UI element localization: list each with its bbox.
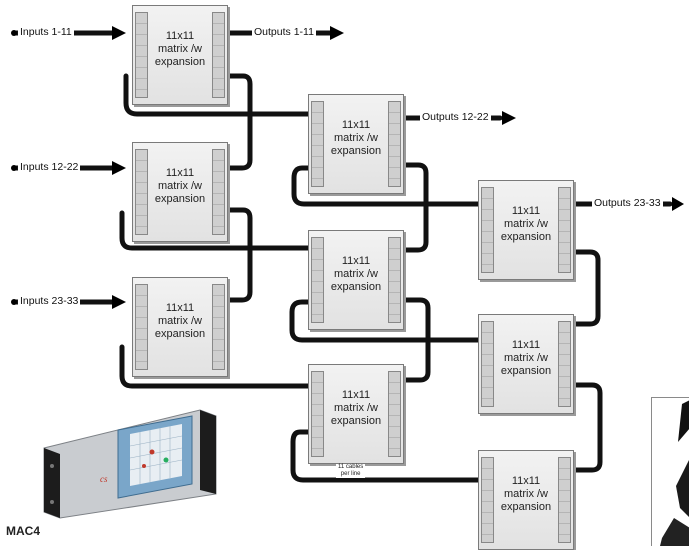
partial-product-photo: [651, 397, 689, 546]
matrix-box-3: 11x11 matrix /w expansion: [132, 277, 228, 377]
link-m5-m8: [400, 162, 429, 253]
link-m4-m6: [572, 249, 601, 327]
output-arrow-3: [672, 197, 684, 211]
matrix-label: 11x11 matrix /w expansion: [500, 205, 552, 243]
link-m9-m7: [290, 429, 481, 483]
input-label-1: Inputs 1-11: [18, 26, 74, 38]
link-m2-m3: [227, 207, 253, 303]
input-arrow-3: [112, 295, 126, 309]
matrix-label: 11x11 matrix /w expansion: [154, 302, 206, 340]
input-label-3: Inputs 23-33: [18, 295, 81, 307]
input-arrow-1: [112, 26, 126, 40]
matrix-box-5: 11x11 matrix /w expansion: [308, 94, 404, 194]
matrix-label: 11x11 matrix /w expansion: [500, 339, 552, 377]
matrix-box-1: 11x11 matrix /w expansion: [132, 5, 228, 105]
matrix-label: 11x11 matrix /w expansion: [330, 389, 382, 427]
input-dot-3: [11, 299, 17, 305]
link-m1-m5: [123, 73, 311, 117]
cable-note: 11 cables per line: [336, 464, 366, 478]
input-dot-1: [11, 30, 17, 36]
matrix-label: 11x11 matrix /w expansion: [154, 30, 206, 68]
matrix-box-7: 11x11 matrix /w expansion: [478, 450, 574, 550]
output-arrow-1: [330, 26, 344, 40]
svg-text:cs: cs: [100, 474, 108, 484]
output-label-2: Outputs 12-22: [420, 111, 491, 123]
matrix-label: 11x11 matrix /w expansion: [330, 255, 382, 293]
output-label-3: Outputs 23-33: [592, 197, 663, 209]
matrix-label: 11x11 matrix /w expansion: [154, 167, 206, 205]
matrix-label: 11x11 matrix /w expansion: [500, 475, 552, 513]
input-dot-2: [11, 165, 17, 171]
input-label-2: Inputs 12-22: [18, 161, 81, 173]
matrix-box-8: 11x11 matrix /w expansion: [308, 230, 404, 330]
input-arrow-2: [112, 161, 126, 175]
matrix-box-4: 11x11 matrix /w expansion: [478, 180, 574, 280]
link-m1-m2: [227, 73, 253, 171]
link-m8-m6: [289, 299, 481, 343]
matrix-box-6: 11x11 matrix /w expansion: [478, 314, 574, 414]
link-m3-m9: [119, 344, 311, 389]
output-arrow-2: [502, 111, 516, 125]
matrix-label: 11x11 matrix /w expansion: [330, 119, 382, 157]
matrix-box-2: 11x11 matrix /w expansion: [132, 142, 228, 242]
link-m8-m9: [400, 297, 431, 383]
mac4-device-photo: cs: [43, 409, 217, 519]
link-m5-m4: [291, 165, 481, 207]
link-m6-m7: [572, 382, 603, 473]
link-m2-m8: [119, 210, 311, 251]
matrix-box-9: 11x11 matrix /w expansion: [308, 364, 404, 464]
product-label: MAC4: [6, 524, 41, 538]
output-label-1: Outputs 1-11: [252, 26, 316, 38]
